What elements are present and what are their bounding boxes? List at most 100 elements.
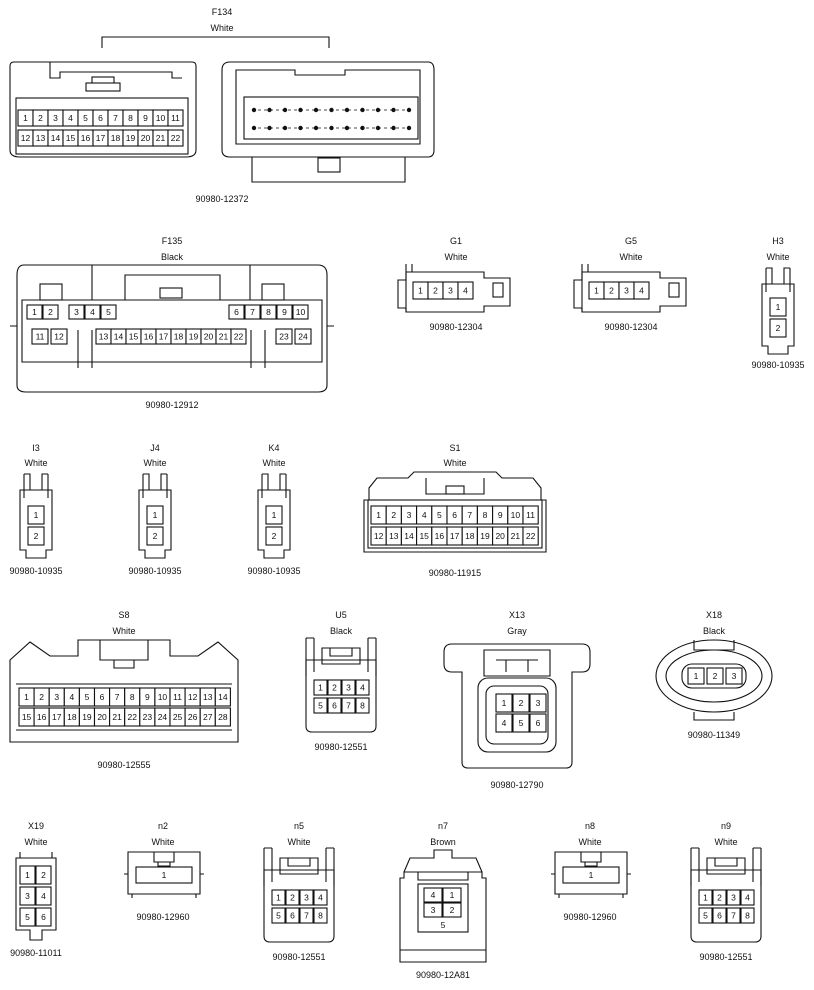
- i3-pin-number: 2: [34, 531, 39, 541]
- f135-pin-number: 12: [54, 332, 64, 342]
- connector-s8-part: 90980-12555: [97, 760, 150, 770]
- connector-i3: I3 White 12 90980-10935: [9, 443, 62, 576]
- f134-pin-number: 7: [113, 113, 118, 123]
- f135-pin-number: 16: [144, 332, 154, 342]
- n5-cavity: [271, 907, 286, 924]
- s8-pin-number: 17: [52, 712, 62, 722]
- n5-housing: [263, 869, 335, 943]
- connector-n5-color: White: [287, 837, 310, 847]
- s8-pin-number: 7: [115, 692, 120, 702]
- n9-cavity: [712, 907, 727, 924]
- f135-pin-number: 11: [36, 332, 45, 342]
- f134-terminal-rail: [252, 109, 414, 129]
- connector-h3: H3 White 12 90980-10935: [751, 236, 804, 370]
- f134-pin-number: 6: [98, 113, 103, 123]
- f135-pin-number: 22: [234, 332, 244, 342]
- g5-pin-number: 4: [639, 286, 644, 296]
- n5-pin-number: 2: [290, 893, 295, 903]
- connector-k4-part: 90980-10935: [247, 566, 300, 576]
- x13-cavity: [512, 693, 530, 713]
- s8-cavity: [214, 687, 231, 707]
- f135-pin-number: 5: [106, 307, 111, 317]
- n5-cavity: [299, 907, 314, 924]
- s1-pin-number: 5: [437, 510, 442, 520]
- x18-cavity: [706, 667, 724, 685]
- s8-pin-number: 1: [24, 692, 29, 702]
- n5-pin-number: 4: [318, 893, 323, 903]
- connector-n7-part: 90980-12A81: [416, 970, 470, 980]
- f134-pin-number: 18: [111, 133, 121, 143]
- n2-cavity: [135, 866, 193, 884]
- connector-n2-part: 90980-12960: [136, 912, 189, 922]
- f135-pin-number: 17: [159, 332, 169, 342]
- f134-pin-number: 15: [66, 133, 76, 143]
- x18-pin-number: 2: [713, 671, 718, 681]
- f134-pin-number: 8: [128, 113, 133, 123]
- connector-u5-name: U5: [335, 610, 347, 620]
- n5-pin-number: 7: [304, 911, 309, 921]
- connector-h3-part: 90980-10935: [751, 360, 804, 370]
- s1-pin-number: 7: [467, 510, 472, 520]
- f135-pin-number: 19: [189, 332, 199, 342]
- s8-pin-number: 27: [203, 712, 213, 722]
- connector-n7-name: n7: [438, 821, 448, 831]
- f135-pin-number: 9: [282, 307, 287, 317]
- f134-pin-number: 14: [51, 133, 61, 143]
- connector-n2-name: n2: [158, 821, 168, 831]
- n5-pin-number: 5: [276, 911, 281, 921]
- s8-pin-number: 4: [69, 692, 74, 702]
- connector-n8-name: n8: [585, 821, 595, 831]
- connector-j4-color: White: [143, 458, 166, 468]
- s8-pin-number: 21: [112, 712, 122, 722]
- x13-pin-number: 1: [502, 698, 507, 708]
- n7-pin-number: 4: [431, 890, 436, 900]
- g1-cavity: [457, 281, 474, 300]
- connector-g1-color: White: [444, 252, 467, 262]
- connector-x19-name: X19: [28, 821, 44, 831]
- f135-pin-number: 24: [298, 332, 308, 342]
- x18-pin-number: 3: [732, 671, 737, 681]
- u5-cavity: [327, 697, 342, 714]
- u5-cavity: [355, 679, 370, 696]
- connector-n2: n2 White 1 90980-12960: [124, 821, 204, 922]
- connector-n8-color: White: [578, 837, 601, 847]
- s8-pin-number: 22: [128, 712, 138, 722]
- u5-cavity: [355, 697, 370, 714]
- n9-cavity: [698, 907, 713, 924]
- u5-cavity: [313, 697, 328, 714]
- n9-pin-number: 7: [731, 911, 736, 921]
- connector-g5-color: White: [619, 252, 642, 262]
- s1-cavity: [522, 526, 539, 546]
- f135-cavity: [228, 304, 245, 320]
- connector-k4-name: K4: [268, 443, 279, 453]
- connector-j4-name: J4: [150, 443, 160, 453]
- connector-i3-color: White: [24, 458, 47, 468]
- g1-pin-number: 4: [463, 286, 468, 296]
- s8-pin-number: 14: [218, 692, 228, 702]
- n7-pin-number: 2: [450, 905, 455, 915]
- f134-pin-number: 16: [81, 133, 91, 143]
- f134-terminal-dots: [251, 107, 414, 131]
- g1-pin-number: 3: [448, 286, 453, 296]
- s8-pin-number: 20: [97, 712, 107, 722]
- connector-s8-color: White: [112, 626, 135, 636]
- x19-cavity: [19, 907, 36, 927]
- x13-pin-number: 2: [519, 698, 524, 708]
- f134-terminal-dot: [344, 107, 350, 113]
- s8-pin-number: 12: [188, 692, 198, 702]
- x18-cavity: [725, 667, 743, 685]
- f135-cavity: [260, 304, 277, 320]
- f134-terminal-dot: [391, 107, 396, 113]
- j4-cavity: [146, 505, 164, 525]
- n2-pin-grid: 1: [135, 866, 193, 884]
- n9-cavity: [740, 889, 755, 906]
- connector-x19-part: 90980-11011: [10, 948, 62, 958]
